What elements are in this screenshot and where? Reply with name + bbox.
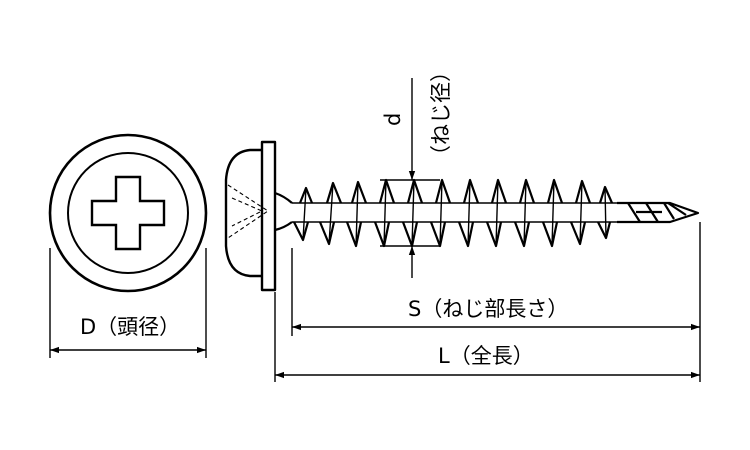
drill-point (617, 201, 700, 224)
thread-crests-top (298, 178, 614, 204)
thread-diameter-dimension (380, 78, 440, 278)
screw-shank (292, 202, 617, 223)
thread-length-label: S（ねじ部長さ） (408, 297, 568, 321)
screw-side-view (224, 140, 700, 292)
head-recess-hidden (227, 184, 269, 239)
total-length-label: L（全長） (438, 344, 534, 368)
screw-neck (274, 191, 293, 232)
phillips-recess-icon (90, 175, 166, 251)
length-dimensions (274, 222, 701, 382)
thread-diameter-note: （ねじ径） (429, 61, 453, 166)
head-end-view (48, 133, 208, 293)
thread-flanks (302, 179, 607, 247)
thread-crests-bottom (293, 221, 612, 248)
head-inner-circle (67, 152, 189, 274)
head-diameter-dimension (49, 248, 207, 358)
thread-diameter-symbol: d (381, 113, 405, 126)
head-outer-circle (48, 133, 208, 293)
head-dome (224, 148, 262, 278)
head-washer (260, 140, 277, 292)
head-diameter-label: D（頭径） (80, 315, 180, 339)
